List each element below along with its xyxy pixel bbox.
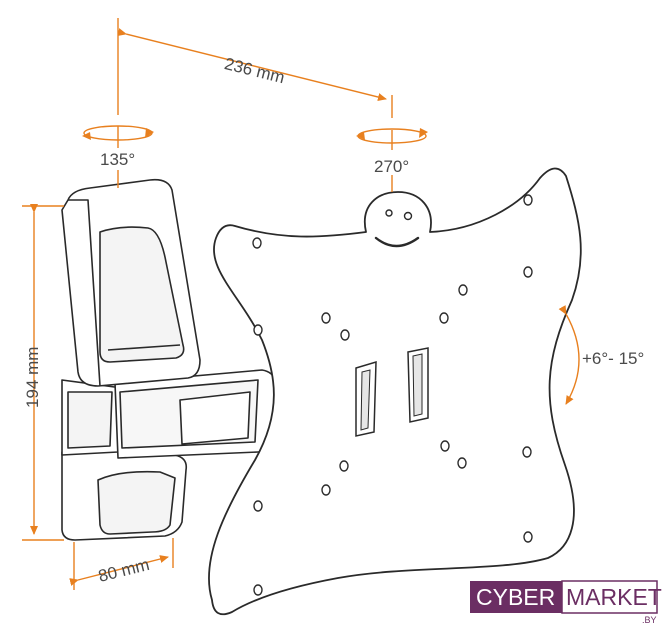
cybermarket-logo: CYBER MARKET .BY [470, 580, 662, 625]
label-tilt: +6°- 15° [582, 349, 644, 368]
logo-suffix: .BY [642, 615, 657, 625]
mounting-holes [252, 194, 533, 596]
tv-mounting-plate [208, 167, 582, 616]
logo-market: MARKET [566, 584, 662, 610]
label-wall-rotation: 135° [100, 150, 135, 169]
smiley-eye-left [385, 209, 393, 217]
smiley-eye-right [403, 211, 413, 221]
logo-cyber: CYBER [476, 584, 555, 610]
label-arm-length: 236 mm [222, 54, 286, 87]
label-height: 194 mm [23, 347, 42, 408]
smiley-mouth [374, 236, 420, 248]
wall-bracket [61, 178, 277, 541]
label-plate-rotation: 270° [374, 157, 409, 176]
label-width: 80 mm [96, 555, 151, 586]
